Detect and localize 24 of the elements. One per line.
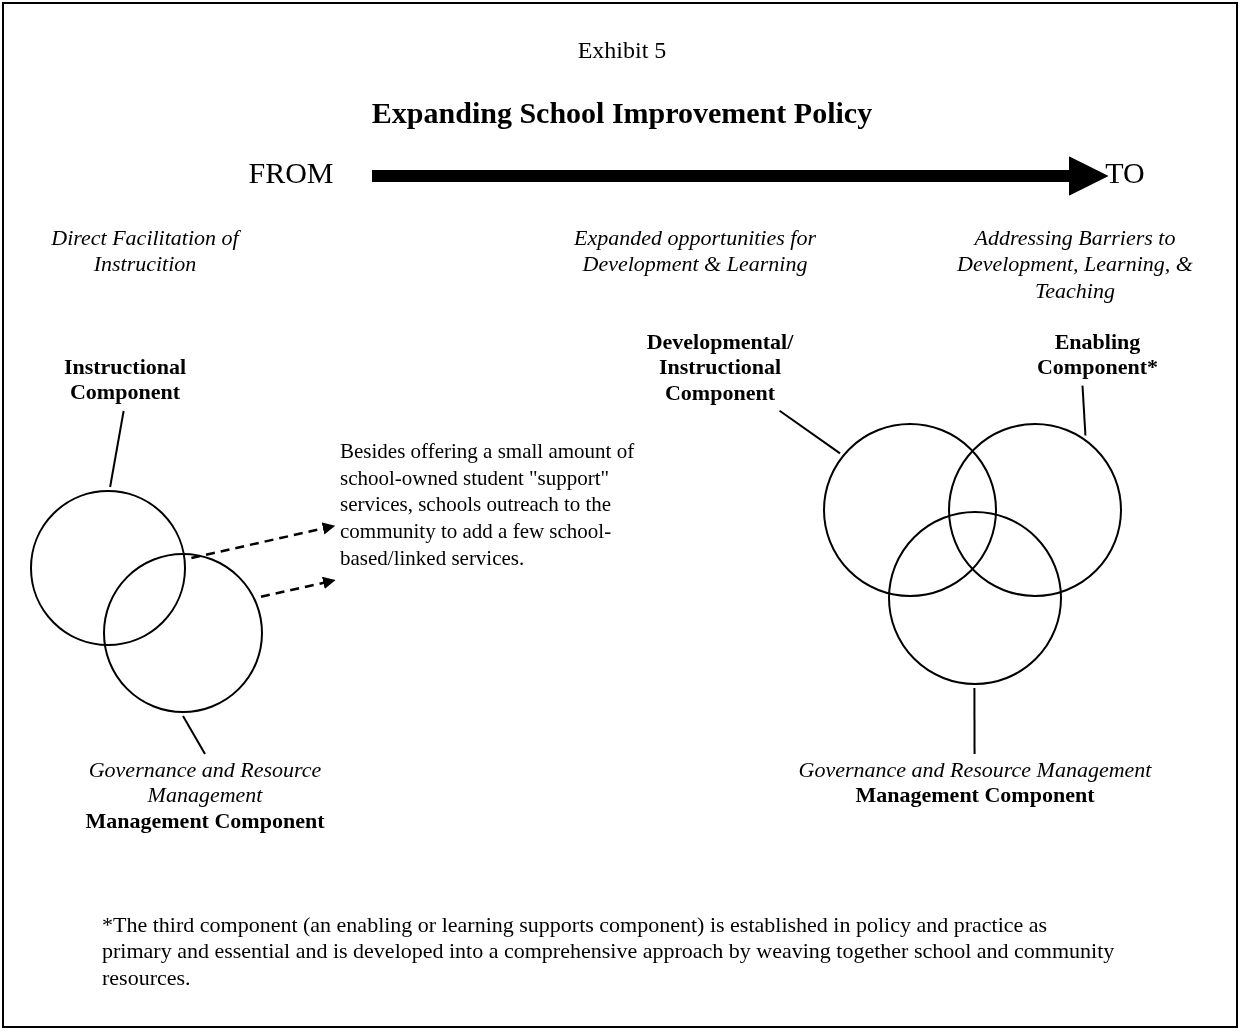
component-label: Management Component	[855, 782, 1095, 808]
exhibit-number: Exhibit 5	[576, 36, 668, 65]
dashed-arrow	[260, 576, 336, 598]
column-heading: Expanded opportunities for Development & Learning	[573, 225, 817, 278]
column-heading: Direct Facilitation of Instrucition	[50, 225, 242, 278]
endpoint-label: FROM	[248, 156, 334, 191]
leader-line	[973, 687, 976, 755]
component-label: Instructional Component	[62, 354, 188, 405]
direction-bar-arrow	[372, 156, 1109, 196]
endpoint-label: TO	[1105, 156, 1145, 191]
column-heading: Addressing Barriers to Development, Learning, & Teaching	[956, 225, 1194, 305]
leader-line	[778, 409, 842, 455]
leader-line	[182, 715, 206, 755]
diagram-title: Expanding School Improvement Policy	[370, 96, 874, 130]
component-label: Governance and Resource Management	[798, 757, 1152, 783]
footnote-text: *The third component (an enabling or learning supports component) is established in policy and practice as primary and essential and is developed into a comprehensive approach by weaving together school and community resources.	[102, 912, 1116, 992]
component-label: Enabling Component*	[1036, 329, 1159, 380]
component-label: Governance and Resource Management	[87, 757, 323, 808]
leader-line	[109, 410, 125, 489]
dashed-arrow	[191, 522, 336, 560]
component-label: Management Component	[85, 807, 325, 833]
leader-line	[1081, 384, 1087, 437]
description-text: Besides offering a small amount of school-owned student "support" services, schools outreach to the community to add a few school-based/linked services.	[340, 438, 636, 572]
component-label: Developmental/ Instructional Component	[645, 329, 795, 405]
